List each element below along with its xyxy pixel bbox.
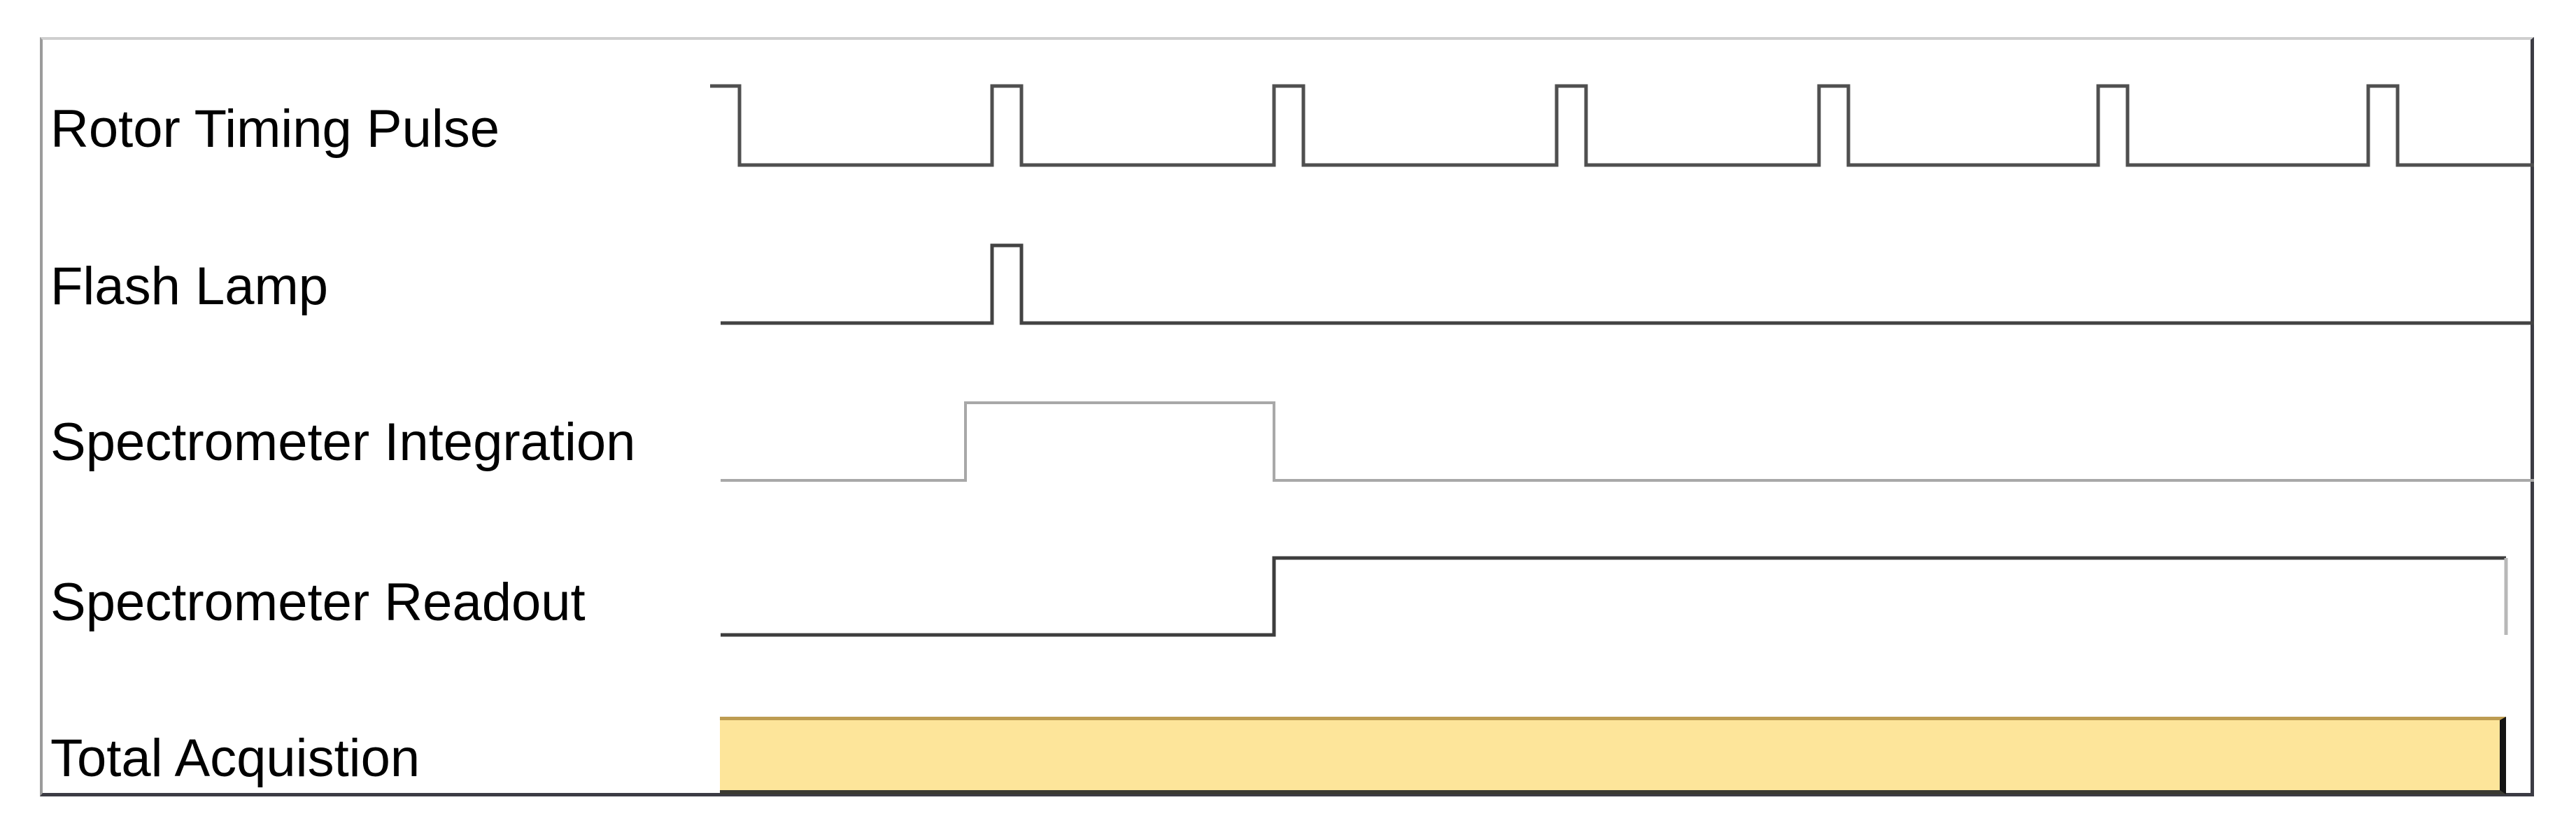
signal-label-rotor-timing-pulse: Rotor Timing Pulse [50,99,500,159]
spectrometer-integration-waveform [721,401,2534,482]
diagram-border-frame [40,37,2534,796]
signal-label-spectrometer-integration: Spectrometer Integration [50,413,636,473]
signal-label-spectrometer-readout: Spectrometer Readout [50,573,586,633]
spectrometer-readout-waveform [721,556,2506,637]
signal-label-flash-lamp: Flash Lamp [50,257,329,317]
signal-label-total-acquisition: Total Acquistion [50,729,420,789]
rotor-timing-pulse-waveform [710,84,2534,167]
total-acquisition-bar [720,717,2506,794]
flash-lamp-waveform [721,243,2534,325]
